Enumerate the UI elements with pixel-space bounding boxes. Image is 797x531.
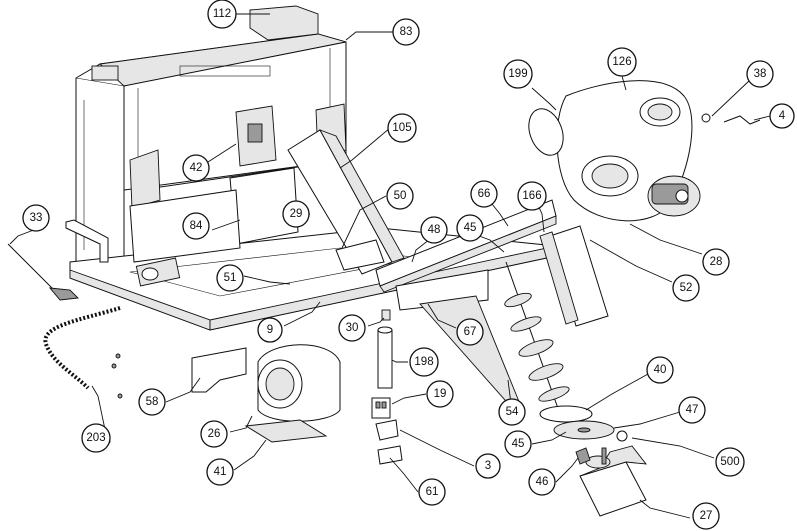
svg-text:4: 4 — [779, 110, 786, 122]
callout-52: 52 — [672, 274, 700, 302]
callout-112: 112 — [207, 0, 237, 29]
svg-text:38: 38 — [754, 68, 767, 80]
svg-text:29: 29 — [290, 208, 303, 220]
blower-motor — [647, 175, 701, 217]
svg-text:48: 48 — [428, 224, 441, 236]
inclined-chute — [287, 129, 405, 275]
svg-text:27: 27 — [700, 510, 713, 522]
svg-text:3: 3 — [485, 460, 491, 472]
svg-text:42: 42 — [190, 162, 203, 174]
svg-text:51: 51 — [224, 272, 237, 284]
callout-58: 58 — [138, 388, 166, 416]
svg-text:54: 54 — [506, 406, 519, 418]
callout-28: 28 — [702, 248, 730, 276]
wire-harness — [7, 243, 121, 390]
callout-3: 3 — [475, 453, 501, 479]
callout-40: 40 — [646, 356, 674, 384]
svg-text:33: 33 — [30, 212, 43, 224]
svg-text:66: 66 — [478, 188, 491, 200]
callout-50: 50 — [386, 182, 414, 210]
callout-26: 26 — [200, 420, 228, 448]
callout-9: 9 — [257, 317, 283, 343]
svg-text:112: 112 — [213, 8, 231, 20]
svg-text:166: 166 — [522, 190, 541, 202]
room-blower — [244, 344, 341, 443]
callout-199: 199 — [503, 59, 533, 89]
callout-54: 54 — [498, 398, 526, 426]
callout-29: 29 — [282, 200, 310, 228]
svg-text:500: 500 — [720, 456, 739, 468]
svg-text:83: 83 — [400, 26, 413, 38]
svg-text:50: 50 — [394, 190, 407, 202]
svg-text:105: 105 — [392, 122, 411, 134]
switch-assembly — [371, 397, 403, 465]
callout-19: 19 — [426, 380, 454, 408]
svg-text:67: 67 — [464, 326, 477, 338]
callout-66: 66 — [470, 180, 498, 208]
tube — [377, 309, 393, 389]
svg-text:198: 198 — [414, 356, 433, 368]
auger-rail — [375, 199, 557, 409]
svg-text:61: 61 — [426, 486, 439, 498]
callouts: 112 83 199 126 38 4 105 42 50 66 166 33 … — [22, 0, 795, 530]
callout-198: 198 — [409, 347, 439, 377]
svg-text:58: 58 — [146, 396, 159, 408]
svg-text:52: 52 — [680, 282, 693, 294]
small-screws — [111, 353, 123, 399]
svg-text:126: 126 — [612, 56, 631, 68]
callout-83: 83 — [392, 18, 420, 46]
callout-51: 51 — [216, 264, 244, 292]
svg-text:46: 46 — [536, 476, 549, 488]
auger-screw — [504, 261, 570, 415]
svg-text:28: 28 — [710, 256, 723, 268]
callout-48: 48 — [420, 216, 448, 244]
callout-61: 61 — [418, 478, 446, 506]
combustion-blower — [528, 80, 701, 222]
callout-105: 105 — [387, 113, 417, 143]
callout-45-bottom: 45 — [504, 430, 532, 458]
callout-45-top: 45 — [456, 214, 484, 242]
svg-text:19: 19 — [434, 388, 447, 400]
callout-33: 33 — [22, 204, 50, 232]
side-panel — [539, 225, 609, 327]
svg-text:41: 41 — [214, 466, 227, 478]
callout-42: 42 — [182, 154, 210, 182]
ignitor-probe — [701, 113, 761, 125]
svg-text:203: 203 — [86, 432, 105, 444]
gear-motor — [575, 445, 647, 517]
callout-27: 27 — [692, 502, 720, 530]
callout-4: 4 — [769, 103, 795, 129]
callout-126: 126 — [607, 47, 637, 77]
svg-text:84: 84 — [190, 220, 203, 232]
leader-lines — [9, 13, 771, 519]
callout-38: 38 — [746, 60, 774, 88]
svg-text:9: 9 — [267, 324, 273, 336]
callout-67: 67 — [456, 318, 484, 346]
callout-84: 84 — [182, 212, 210, 240]
callout-46: 46 — [528, 468, 556, 496]
svg-text:40: 40 — [654, 364, 667, 376]
callout-500: 500 — [715, 447, 745, 477]
svg-text:45: 45 — [464, 222, 477, 234]
callout-166: 166 — [517, 181, 547, 211]
auger-flange-plates — [539, 405, 628, 442]
svg-text:26: 26 — [208, 428, 221, 440]
svg-text:199: 199 — [508, 68, 527, 80]
mounting-bracket — [191, 347, 247, 393]
callout-30: 30 — [338, 314, 366, 342]
callout-41: 41 — [206, 458, 234, 486]
callout-203: 203 — [81, 423, 111, 453]
svg-text:47: 47 — [686, 404, 699, 416]
svg-text:45: 45 — [512, 438, 525, 450]
svg-text:30: 30 — [346, 322, 359, 334]
callout-47: 47 — [678, 396, 706, 424]
